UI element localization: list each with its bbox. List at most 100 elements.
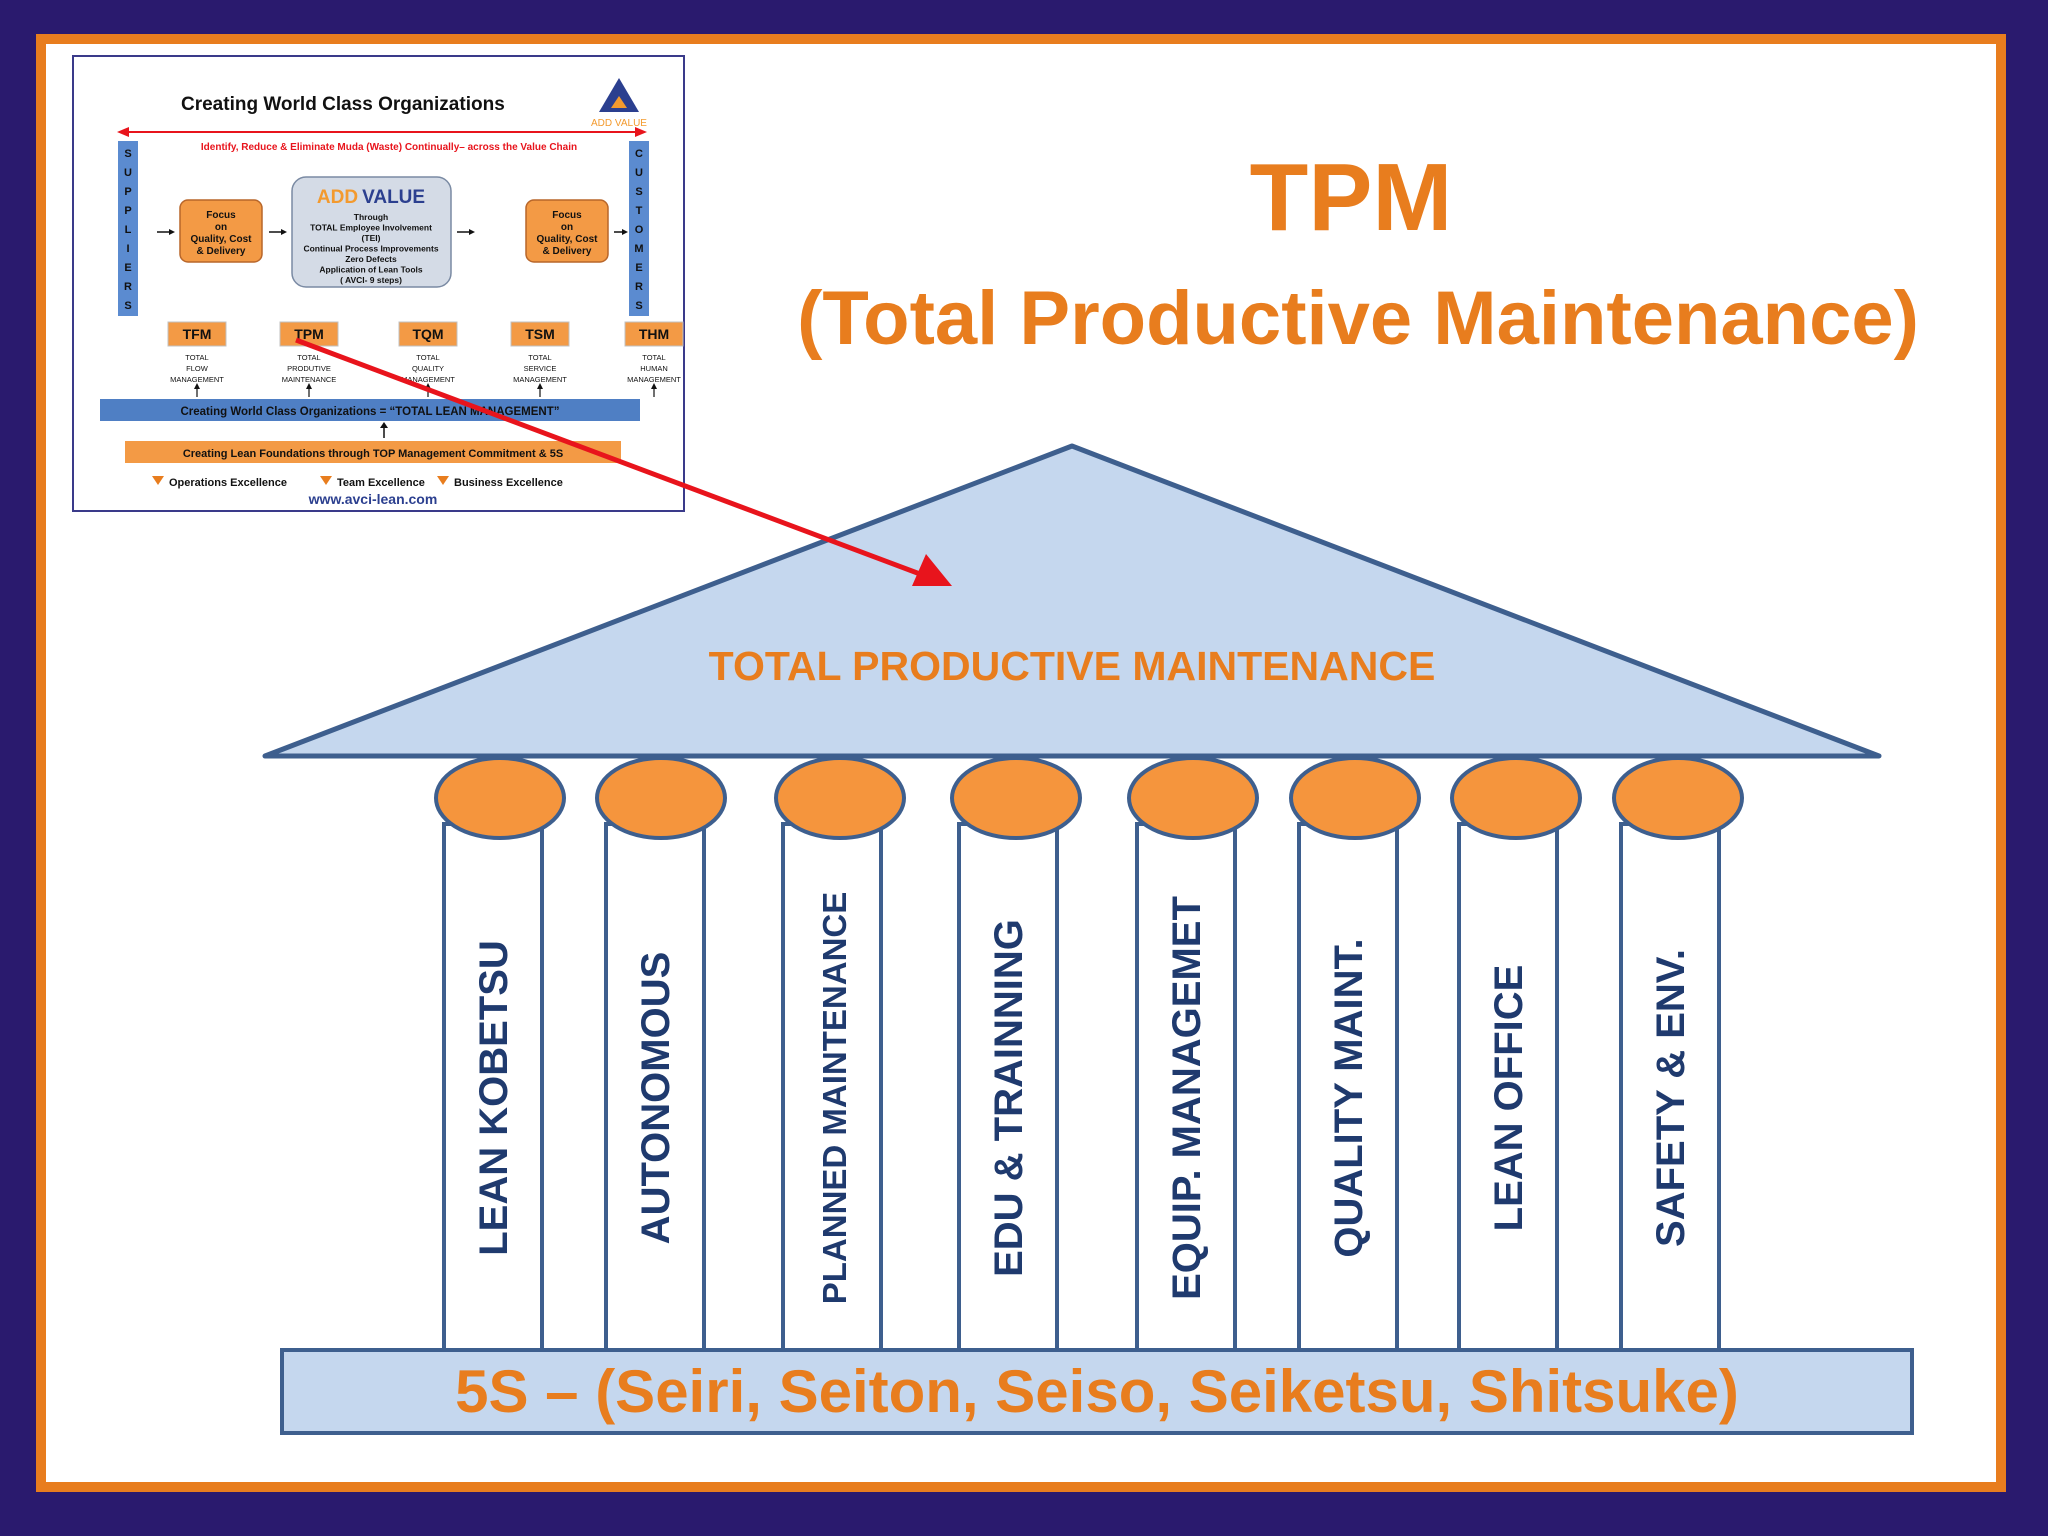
text-line: Focus — [206, 210, 236, 221]
triangle-bullet-icon — [437, 476, 449, 485]
title: TPM — [1250, 144, 1453, 251]
module-box — [279, 321, 339, 347]
up-arrow-icon — [194, 383, 200, 389]
pillar-3: PLANNED MAINTENANCE — [774, 756, 906, 1352]
pillar-capital — [595, 756, 727, 840]
pillar-label: AUTONOMOUS — [634, 952, 678, 1245]
up-arrow-icon — [306, 383, 312, 389]
pillar-label: QUALITY MAINT. — [1327, 938, 1371, 1257]
pillar-shaft — [781, 822, 883, 1352]
triangle-bullet-icon — [152, 476, 164, 485]
vertical-letter: R — [124, 281, 132, 293]
text-line: Application of Lean Tools — [319, 265, 423, 275]
text-line: Quality, Cost — [191, 234, 253, 245]
customers-bar — [629, 141, 649, 316]
module-desc: TOTAL — [642, 353, 665, 362]
suppliers-bar — [118, 141, 138, 316]
subtitle: (Total Productive Maintenance) — [797, 276, 1919, 361]
top-arrow-right-icon — [635, 127, 647, 137]
flow-arrows — [157, 229, 628, 235]
vertical-letter: S — [124, 300, 131, 312]
red-arrow-line — [295, 337, 937, 583]
excellence-item: Operations Excellence — [169, 477, 287, 489]
add-value-logo-icon: ADD VALUE — [591, 78, 647, 129]
vertical-letter: M — [634, 243, 643, 255]
pillar-shaft — [1457, 822, 1559, 1352]
pillar-6: QUALITY MAINT. — [1289, 756, 1421, 1352]
module-desc: HUMAN — [640, 364, 668, 373]
focus-right-box — [525, 199, 609, 263]
pillar-label: EDU & TRAINNING — [987, 919, 1031, 1277]
text-line: (TEI) — [362, 233, 381, 243]
base-label: 5S – (Seiri, Seiton, Seiso, Seiketsu, Sh… — [455, 1358, 1739, 1425]
pillars: LEAN KOBETSU AUTONOMOUS PLANNED MAINTENANC… — [434, 756, 1744, 1352]
orange-bar-text: Creating Lean Foundations through TOP Ma… — [183, 448, 563, 460]
module-desc: MANAGEMENT — [401, 375, 455, 384]
pillar-label: LEAN KOBETSU — [472, 940, 516, 1256]
inset-title: Creating World Class Organizations — [181, 94, 505, 115]
pillar-capital — [1450, 756, 1582, 840]
slide-canvas: TPM (Total Productive Maintenance) TOTAL… — [72, 55, 1919, 1435]
module-box — [398, 321, 458, 347]
pillar-shaft — [1297, 822, 1399, 1352]
pillar-7: LEAN OFFICE — [1450, 756, 1582, 1352]
module-desc: SERVICE — [524, 364, 557, 373]
pillar-2: AUTONOMOUS — [595, 756, 727, 1352]
text-line: Continual Process Improvements — [303, 244, 438, 254]
blue-bar-text: Creating World Class Organizations = “TO… — [180, 406, 559, 418]
red-arrow-head-icon — [912, 554, 952, 586]
module-desc: FLOW — [186, 364, 209, 373]
modules: TFMTOTALFLOWMANAGEMENTTPMTOTALPRODUTIVEM… — [167, 321, 684, 397]
text-line: Focus — [552, 210, 582, 221]
excellence-item: Business Excellence — [454, 477, 563, 489]
slide: TPM (Total Productive Maintenance) TOTAL… — [36, 34, 2006, 1492]
vertical-letter: U — [124, 167, 132, 179]
add-value-box — [291, 176, 452, 288]
vertical-letter: E — [124, 262, 131, 274]
inset-url: www.avci-lean.com — [308, 491, 438, 507]
vertical-letter: O — [635, 224, 644, 236]
module-code: TPM — [294, 326, 324, 342]
blue-bar — [100, 399, 640, 421]
text-line: ( AVCI- 9 steps) — [340, 275, 402, 285]
pillar-capital — [434, 756, 566, 840]
module-code: TFM — [183, 326, 212, 342]
module-desc: QUALITY — [412, 364, 444, 373]
vertical-letter: L — [125, 224, 132, 236]
pillar-capital — [1127, 756, 1259, 840]
pillar-1: LEAN KOBETSU — [434, 756, 566, 1352]
module-box — [624, 321, 684, 347]
module-desc: MANAGEMENT — [513, 375, 567, 384]
module-code: TSM — [525, 326, 555, 342]
vertical-letter: C — [635, 148, 643, 160]
roof — [262, 443, 1882, 759]
module-desc: TOTAL — [528, 353, 551, 362]
pillar-4: EDU & TRAINNING — [950, 756, 1082, 1352]
base — [280, 1348, 1914, 1435]
vertical-letter: U — [635, 167, 643, 179]
vertical-letter: S — [124, 148, 131, 160]
module-desc: TOTAL — [297, 353, 320, 362]
vertical-letter: I — [126, 243, 129, 255]
logo-text: ADD VALUE — [591, 118, 647, 129]
module-desc: MANAGEMENT — [170, 375, 224, 384]
text-line: Through — [354, 212, 388, 222]
pillar-8: SAFETY & ENV. — [1612, 756, 1744, 1352]
module-desc: MANAGEMENT — [627, 375, 681, 384]
pillar-capital — [950, 756, 1082, 840]
inset-diagram: Creating World Class Organizations ADD V… — [72, 55, 685, 512]
module-desc: MAINTENANCE — [282, 375, 337, 384]
pillar-shaft — [957, 822, 1059, 1352]
up-arrow-icon — [537, 383, 543, 389]
pillar-label: LEAN OFFICE — [1487, 965, 1531, 1232]
module-box — [510, 321, 570, 347]
module-box — [167, 321, 227, 347]
pillar-capital — [1289, 756, 1421, 840]
vertical-letter: P — [124, 186, 131, 198]
text-line: on — [561, 222, 573, 233]
focus-left-box — [179, 199, 263, 263]
